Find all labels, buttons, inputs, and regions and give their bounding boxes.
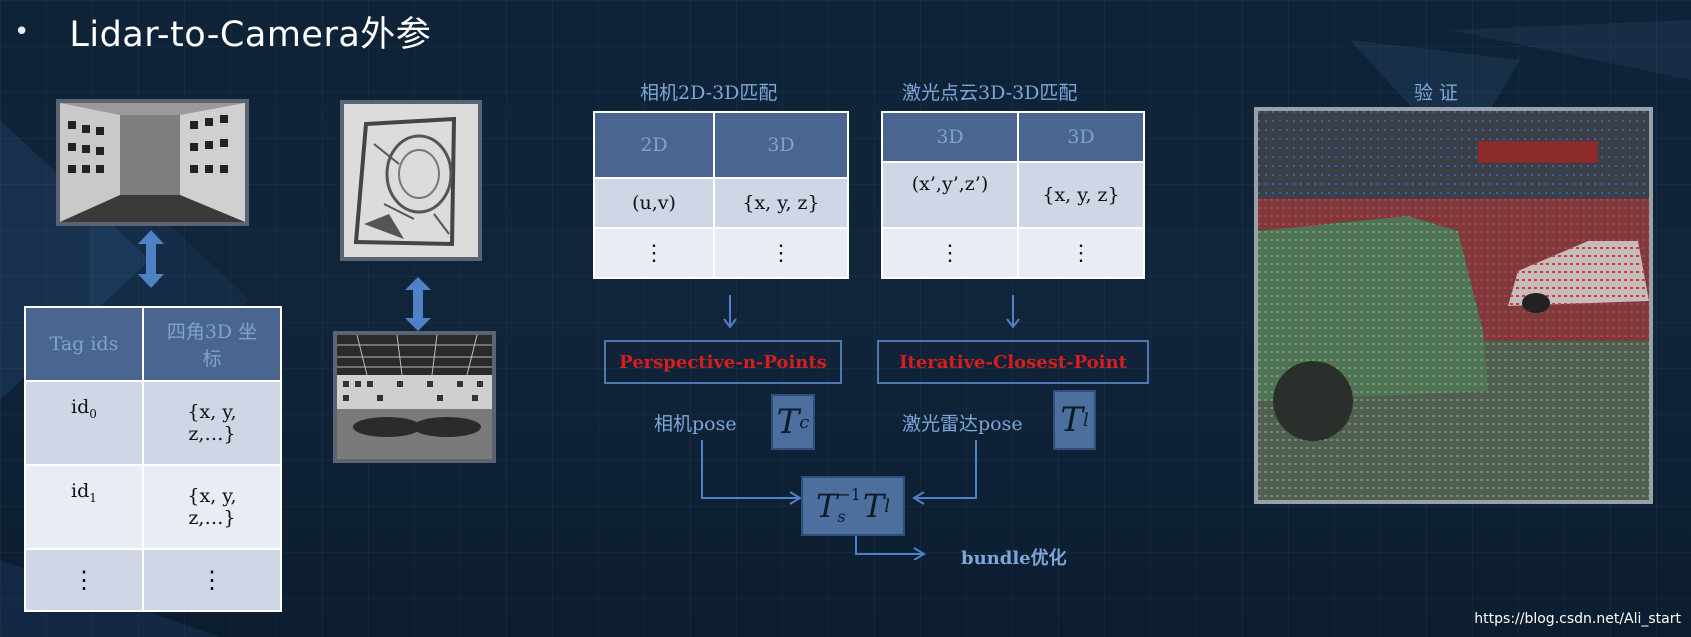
ellipsis-cell: ⋮ [142, 548, 282, 612]
verification-projection-photo [1254, 107, 1653, 504]
ellipsis-cell: ⋮ [593, 227, 715, 279]
ellipsis-cell: ⋮ [713, 227, 849, 279]
ellipsis-cell: ⋮ [24, 548, 144, 612]
pnp-method-box: Perspective-n-Points [604, 340, 842, 384]
slide-title: Lidar-to-Camera外参 [69, 15, 432, 55]
bundle-optimization-label: bundle优化 [961, 548, 1067, 569]
table-row: (x’,y’,z’) {x, y, z} [881, 161, 1145, 229]
ellipsis-cell: ⋮ [881, 227, 1019, 279]
lidar-pose-label: 激光雷达pose [902, 413, 1023, 435]
table-row: (u,v) {x, y, z} [593, 177, 849, 229]
connector-arrows [701, 440, 977, 560]
table-row: id0 {x, y, z,…} [24, 380, 282, 466]
bullet-point: • [14, 16, 30, 47]
point-cloud-map-photo [340, 100, 482, 261]
xyz-prime-cell: (x’,y’,z’) [881, 161, 1019, 229]
verification-label: 验 证 [1414, 82, 1459, 104]
header-tag-ids: Tag ids [24, 306, 144, 382]
camera-pose-label: 相机pose [654, 413, 737, 435]
header-3d-left: 3D [881, 111, 1019, 163]
tag-id-cell: id0 [24, 380, 144, 466]
double-arrow-icon [138, 230, 164, 288]
slide-title-row: • Lidar-to-Camera外参 [14, 6, 431, 57]
xyz-cell: {x, y, z} [1017, 161, 1145, 229]
header-3d-right: 3D [1017, 111, 1145, 163]
tag-id-cell: id1 [24, 464, 144, 550]
double-arrow-icon [405, 277, 431, 331]
table-row: ⋮ ⋮ [593, 227, 849, 279]
header-2d: 2D [593, 111, 715, 179]
lidar-match-label: 激光点云3D-3D匹配 [902, 82, 1078, 104]
xyz-cell: {x, y, z} [713, 177, 849, 229]
tag-coordinate-table: Tag ids 四角3D 坐标 id0 {x, y, z,…} id1 {x, … [24, 306, 282, 612]
panorama-room-photo [333, 331, 496, 463]
coord-cell: {x, y, z,…} [142, 464, 282, 550]
camera-match-table: 2D 3D (u,v) {x, y, z} ⋮ ⋮ [593, 111, 849, 279]
lidar-match-table: 3D 3D (x’,y’,z’) {x, y, z} ⋮ ⋮ [881, 111, 1145, 279]
header-corner-3d-coords: 四角3D 坐标 [142, 306, 282, 382]
coord-cell: {x, y, z,…} [142, 380, 282, 466]
uv-cell: (u,v) [593, 177, 715, 229]
watermark-url: https://blog.csdn.net/Ali_start [1474, 611, 1681, 627]
table-row: ⋮ ⋮ [24, 548, 282, 612]
header-3d: 3D [713, 111, 849, 179]
icp-method-box: Iterative-Closest-Point [877, 340, 1149, 384]
down-arrow-icon [723, 295, 737, 329]
calibration-room-photo [56, 99, 249, 226]
table-row: id1 {x, y, z,…} [24, 464, 282, 550]
down-arrow-icon [1006, 295, 1020, 329]
table-row: ⋮ ⋮ [881, 227, 1145, 279]
ellipsis-cell: ⋮ [1017, 227, 1145, 279]
camera-match-label: 相机2D-3D匹配 [640, 82, 778, 104]
